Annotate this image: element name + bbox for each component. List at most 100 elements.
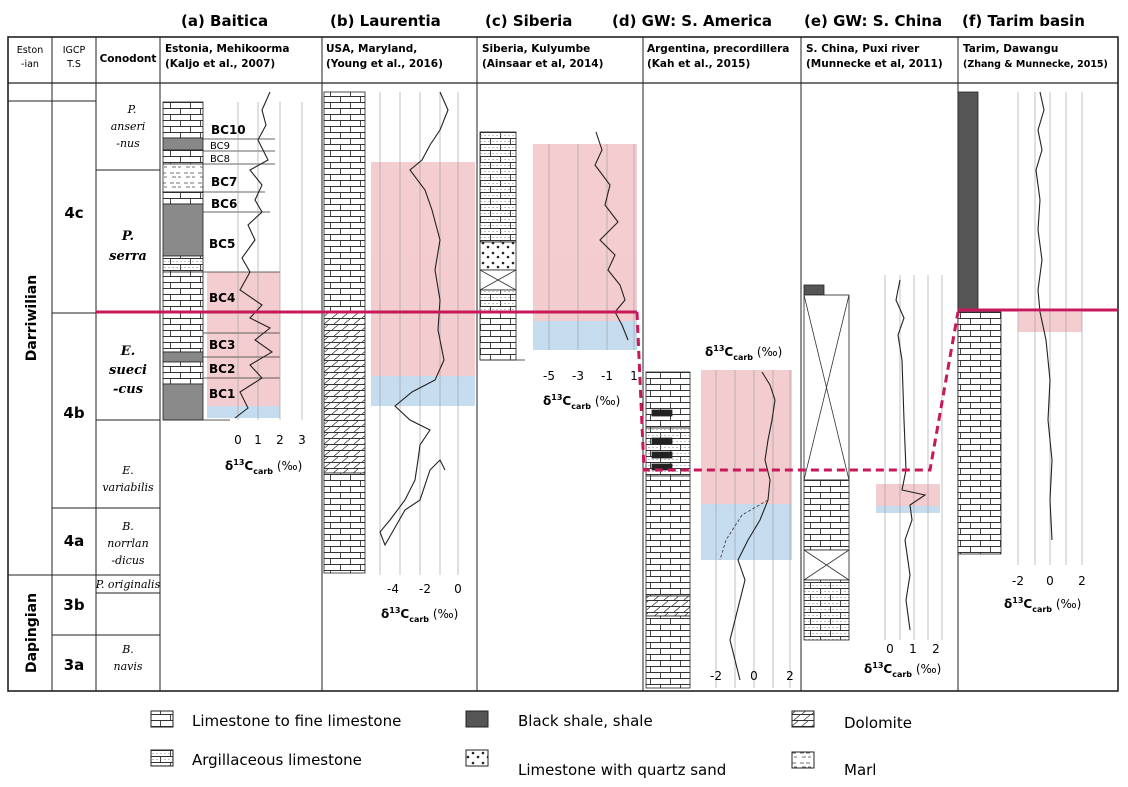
title-south-america: (d) GW: S. America — [612, 12, 772, 30]
baltica-axis-label: δ13Ccarb (‰) — [225, 458, 302, 476]
svg-text:2: 2 — [786, 669, 794, 683]
zone-suecicus-2: sueci — [109, 363, 147, 378]
south-china-isotope-curve — [895, 279, 927, 631]
tarim-ticks: -2 0 2 — [1012, 574, 1086, 588]
svg-text:-1: -1 — [601, 369, 613, 383]
south-america-axis-label: δ13Ccarb (‰) — [705, 344, 782, 362]
shade-positive-laurentia — [371, 162, 475, 376]
header-estonian-2: -ian — [21, 59, 39, 70]
column-laurentia — [323, 91, 366, 574]
bed-bc2: BC2 — [209, 362, 235, 376]
laurentia-ticks: -4 -2 0 — [387, 582, 462, 596]
svg-text:2: 2 — [932, 642, 940, 656]
south-china-axis — [884, 275, 943, 640]
bed-bc6: BC6 — [211, 197, 237, 211]
svg-text:1: 1 — [909, 642, 917, 656]
zone-serra-2: serra — [109, 249, 147, 264]
legend-marl: Marl — [844, 761, 876, 779]
bed-bc10: BC10 — [211, 123, 246, 137]
shade-positive-south-america — [701, 370, 792, 504]
laurentia-isotope-curve — [379, 91, 449, 547]
legend-dolomite: Dolomite — [844, 714, 912, 732]
column-baltica — [162, 101, 230, 421]
shade-negative-south-china — [876, 506, 940, 513]
svg-text:-2: -2 — [1012, 574, 1024, 588]
column-south-america — [645, 371, 691, 689]
column-tarim — [957, 91, 1002, 555]
svg-text:0: 0 — [454, 582, 462, 596]
shade-negative-south-america — [701, 504, 792, 560]
header-south-america-2: (Kah et al., 2015) — [647, 58, 750, 70]
baltica-ticks: 0 1 2 3 — [234, 433, 306, 447]
bed-bc9: BC9 — [210, 141, 230, 152]
tarim-axis-label: δ13Ccarb (‰) — [1004, 596, 1081, 614]
bed-bc8: BC8 — [210, 154, 230, 165]
legend-swatch-shale — [465, 710, 489, 728]
svg-text:-3: -3 — [572, 369, 584, 383]
header-baltica-1: Estonia, Mehikoorma — [165, 43, 289, 55]
stage-dapingian: Dapingian — [24, 593, 40, 673]
header-conodont: Conodont — [100, 53, 157, 65]
title-laurentia: (b) Laurentia — [330, 12, 441, 30]
zone-originalis: P. originalis — [95, 578, 161, 591]
shade-positive-south-china — [876, 484, 940, 506]
baltica-beds: BC10 BC9 BC8 BC7 BC6 BC5 BC4 BC3 BC2 BC1 — [209, 123, 246, 401]
svg-text:0: 0 — [234, 433, 242, 447]
legend-shale: Black shale, shale — [518, 712, 653, 730]
baltica-bed-lines — [203, 138, 280, 379]
zone-suecicus-3: -cus — [113, 382, 144, 397]
svg-text:0: 0 — [886, 642, 894, 656]
tarim-axis — [1017, 92, 1083, 565]
title-siberia: (c) Siberia — [485, 12, 572, 30]
shade-positive-baltica — [207, 272, 280, 406]
south-america-dashed-curve — [719, 499, 769, 561]
svg-text:-4: -4 — [387, 582, 399, 596]
legend-argillaceous: Argillaceous limestone — [192, 751, 362, 769]
svg-text:1: 1 — [254, 433, 262, 447]
correlation-line — [96, 308, 1118, 472]
legend-swatch-dolomite — [791, 710, 815, 728]
shade-negative-siberia — [533, 321, 637, 350]
title-baltica: (a) Baitica — [181, 12, 268, 30]
laurentia-axis — [379, 92, 459, 575]
correlation-line-dashed — [635, 311, 960, 472]
zone-anserinus-2: anseri — [111, 120, 146, 133]
header-siberia-2: (Ainsaar et al, 2014) — [482, 58, 603, 70]
bed-bc3: BC3 — [209, 338, 235, 352]
bed-bc5: BC5 — [209, 237, 235, 251]
slice-4a: 4a — [64, 532, 85, 550]
siberia-ticks: -5 -3 -1 1 — [543, 369, 638, 383]
zone-anserinus-1: P. — [127, 103, 137, 116]
zone-norrlandicus-3: -dicus — [111, 554, 145, 567]
legend-quartz: Limestone with quartz sand — [518, 761, 726, 779]
zone-navis-1: B. — [121, 643, 134, 656]
header-igcp-2: T.S — [66, 59, 81, 70]
shade-positive-siberia — [533, 144, 637, 321]
column-siberia — [479, 131, 525, 361]
svg-text:1: 1 — [630, 369, 638, 383]
svg-text:0: 0 — [1046, 574, 1054, 588]
svg-text:-5: -5 — [543, 369, 555, 383]
header-tarim-2: (Zhang & Munnecke, 2015) — [963, 59, 1108, 70]
zone-anserinus-3: -nus — [116, 137, 140, 150]
south-america-isotope-curve — [729, 371, 776, 681]
svg-text:-2: -2 — [419, 582, 431, 596]
header-laurentia-1: USA, Maryland, — [326, 43, 417, 55]
svg-text:0: 0 — [750, 669, 758, 683]
legend-limestone: Limestone to fine limestone — [192, 712, 401, 730]
header-igcp-1: IGCP — [63, 45, 86, 56]
baltica-isotope-curve — [234, 91, 274, 419]
zone-serra-1: P. — [121, 229, 134, 244]
header-estonian-1: Eston — [17, 45, 44, 56]
header-laurentia-2: (Young et al., 2016) — [326, 58, 443, 70]
bed-bc7: BC7 — [211, 175, 237, 189]
zone-navis-2: navis — [113, 660, 142, 673]
zone-variabilis-1: E. — [121, 464, 134, 477]
header-siberia-1: Siberia, Kulyumbe — [482, 43, 590, 55]
title-south-china: (e) GW: S. China — [804, 12, 942, 30]
zone-variabilis-2: variabilis — [102, 481, 154, 494]
slice-4b: 4b — [63, 404, 84, 422]
legend-swatch-quartz — [465, 749, 489, 767]
slice-4c: 4c — [64, 204, 83, 222]
